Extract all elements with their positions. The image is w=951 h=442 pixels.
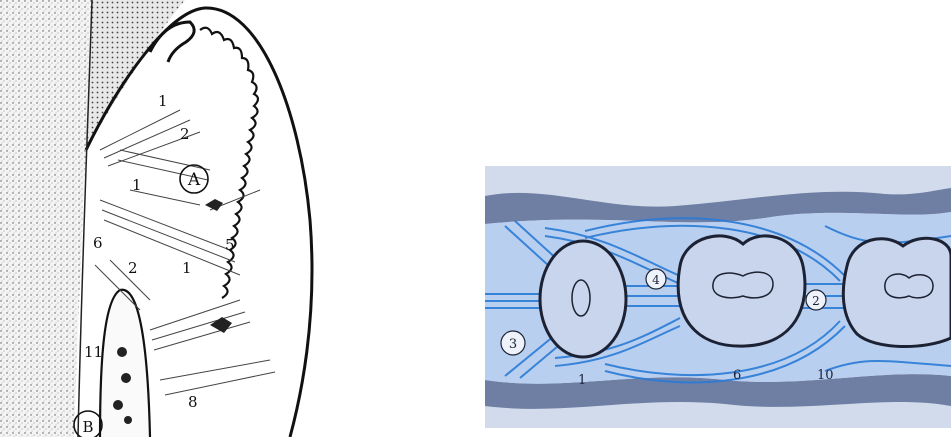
label-1-mid: 1 (132, 176, 142, 194)
label-11: 11 (84, 343, 103, 361)
tooth-root-1 (540, 241, 626, 357)
bone-crest (100, 290, 150, 437)
label-1-top: 1 (158, 92, 168, 110)
label-4: 4 (652, 273, 660, 287)
label-10: 10 (817, 368, 834, 383)
tooth-root-3 (843, 238, 951, 346)
label-3: 3 (509, 337, 517, 352)
label-2-top: 2 (180, 125, 190, 143)
label-2: 2 (812, 294, 820, 308)
tooth-root-2 (678, 236, 805, 346)
right-diagram-svg: 3 1 4 2 6 10 (485, 166, 951, 428)
right-diagram: 3 1 4 2 6 10 (485, 166, 951, 428)
label-b: B (82, 418, 93, 436)
label-1-low: 1 (182, 259, 192, 277)
label-1: 1 (578, 373, 586, 388)
left-diagram-svg: A B 1 2 1 6 2 1 5 11 8 (0, 0, 340, 437)
dotted-cap-region (86, 0, 185, 150)
label-6: 6 (733, 368, 741, 383)
label-a: A (187, 170, 201, 190)
label-5: 5 (225, 236, 235, 254)
label-2-low: 2 (128, 259, 138, 277)
label-8: 8 (188, 393, 198, 411)
left-diagram: A B 1 2 1 6 2 1 5 11 8 (0, 0, 340, 437)
stippled-region (0, 0, 92, 437)
label-6: 6 (93, 234, 103, 252)
epithelium-wave (200, 28, 258, 298)
